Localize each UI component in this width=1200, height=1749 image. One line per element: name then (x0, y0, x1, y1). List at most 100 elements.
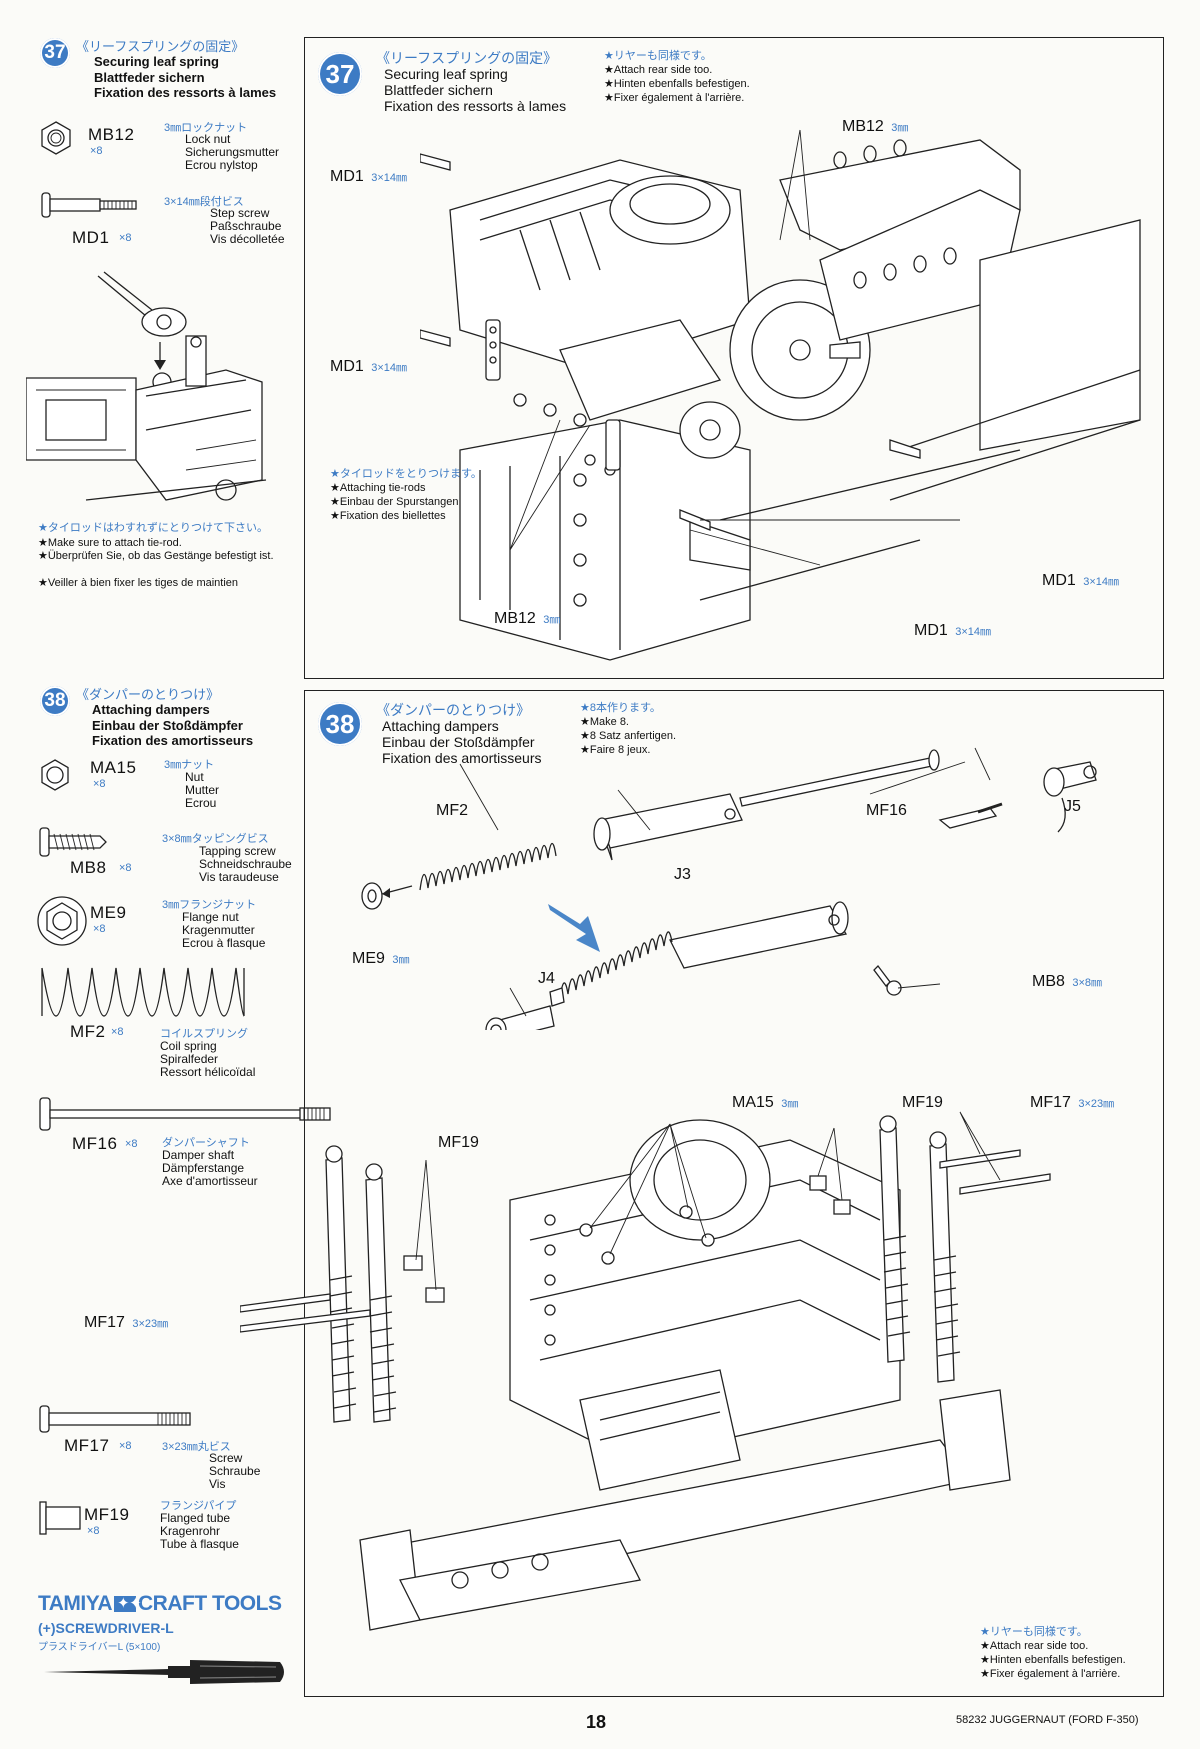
sidebar-38-jp-title: 《ダンパーのとりつけ》 (76, 687, 220, 702)
part-ma15-qty: ×8 (93, 778, 106, 790)
part-mf17-qty: ×8 (119, 1440, 132, 1452)
part-mf19-fr: Tube à flasque (160, 1537, 239, 1551)
coil-spring-icon (41, 967, 245, 1017)
tamiya-craft-tools-logo: TAMIYA✦✦CRAFT TOOLS (38, 1592, 282, 1615)
part-mf19-qty: ×8 (87, 1525, 100, 1537)
part-mf16-code: MF16 (72, 1134, 118, 1153)
callout-me9: ME9 3㎜ (352, 950, 410, 967)
part-mb8-fr: Vis taraudeuse (199, 870, 279, 884)
callout-md1-bottom: MD1 3×14㎜ (914, 622, 992, 639)
part-mb8-code: MB8 (70, 858, 107, 877)
part-mf2-de: Spiralfeder (160, 1052, 219, 1066)
part-mf16-en: Damper shaft (162, 1148, 235, 1162)
step-38-title-de: Einbau der Stoßdämpfer (382, 734, 535, 750)
step-37-main-badge: 37 (318, 52, 362, 96)
nut-icon (41, 759, 69, 791)
step-37-frame (304, 37, 1164, 679)
part-mf17-code: MF17 (64, 1436, 110, 1455)
callout-mf17-left: MF17 3×23㎜ (84, 1314, 169, 1331)
part-ma15-de: Mutter (185, 783, 220, 797)
callout-j4: J4 (538, 970, 555, 987)
step-38-make-fr: ★Faire 8 jeux. (580, 744, 651, 756)
part-mf19-code: MF19 (84, 1505, 130, 1524)
callout-mf17-right: MF17 3×23㎜ (1030, 1094, 1115, 1111)
part-mb8-jp: 3×8㎜タッピングビス (162, 833, 269, 845)
sidebar-38-title-en: Attaching dampers (92, 702, 210, 717)
part-mf16-de: Dämpferstange (162, 1161, 245, 1175)
step-38-badge: 38 (40, 686, 70, 716)
screwdriver-icon (44, 1660, 284, 1684)
part-md1-qty: ×8 (119, 232, 132, 244)
callout-md1-top: MD1 3×14㎜ (330, 168, 408, 185)
tie-rod-note-jp: ★タイロッドをとりつけます。 (330, 468, 482, 480)
part-ma15-fr: Ecrou (185, 796, 217, 810)
step-38-make-de: ★8 Satz anfertigen. (580, 730, 677, 742)
sidebar-37-title-de: Blattfeder sichern (94, 70, 205, 85)
step-38-rear-note-en: ★Attach rear side too. (980, 1640, 1089, 1652)
sidebar-38-title-fr: Fixation des amortisseurs (92, 733, 254, 748)
part-mf2-jp: コイルスプリング (160, 1028, 248, 1040)
tie-rod-detail-illustration (26, 271, 267, 501)
part-mb12-de: Sicherungsmutter (185, 145, 280, 159)
part-mb8-en: Tapping screw (199, 844, 276, 858)
callout-md1-mid: MD1 3×14㎜ (330, 358, 408, 375)
step-38-make-en: ★Make 8. (580, 716, 629, 728)
part-mb12-fr: Ecrou nylstop (185, 158, 258, 172)
tamiya-star-icon: ✦✦ (114, 1595, 142, 1613)
part-mf2-qty: ×8 (111, 1026, 124, 1038)
part-mb12-en: Lock nut (185, 132, 231, 146)
callout-md1-bottom-right: MD1 3×14㎜ (1042, 572, 1120, 589)
part-mf2-fr: Ressort hélicoïdal (160, 1065, 256, 1079)
part-ma15-code: MA15 (90, 758, 137, 777)
screwdriver-label: (+)SCREWDRIVER-L (38, 1620, 174, 1636)
tie-rod-note-en: ★Attaching tie-rods (330, 482, 426, 494)
step-38-jp-title: 《ダンパーのとりつけ》 (376, 702, 531, 718)
part-ma15-jp: 3㎜ナット (164, 759, 215, 771)
step-38-main-badge: 38 (318, 702, 362, 746)
lock-nut-icon (41, 121, 71, 155)
sidebar-37-note-en: ★Make sure to attach tie-rod. (38, 537, 182, 549)
step-37-note-jp: ★リヤーも同様です。 (604, 50, 712, 62)
part-mf19-de: Kragenrohr (160, 1524, 221, 1538)
step-37-badge: 37 (40, 38, 70, 68)
part-md1-code: MD1 (72, 228, 110, 247)
page-number: 18 (586, 1712, 607, 1732)
step-screw-icon (41, 192, 137, 218)
step-38-frame (304, 690, 1164, 1697)
step-38-title-fr: Fixation des amortisseurs (382, 750, 542, 766)
model-name: 58232 JUGGERNAUT (FORD F-350) (956, 1714, 1139, 1726)
step-37-note-de: ★Hinten ebenfalls befestigen. (604, 78, 750, 90)
part-mb12-code: MB12 (88, 125, 135, 144)
part-mf16-fr: Axe d'amortisseur (162, 1174, 258, 1188)
part-ma15-en: Nut (185, 770, 204, 784)
callout-j3: J3 (674, 866, 691, 883)
damper-shaft-icon (39, 1097, 331, 1131)
part-me9-jp: 3㎜フランジナット (162, 899, 257, 911)
callout-mf19-right: MF19 (902, 1094, 943, 1111)
part-mf17-fr: Vis (209, 1477, 226, 1491)
step-37-title-fr: Fixation des ressorts à lames (384, 98, 567, 114)
part-md1-fr: Vis décolletée (210, 232, 285, 246)
part-mb12-jp: 3㎜ロックナット (164, 122, 248, 134)
tie-rod-note-de: ★Einbau der Spurstangen (330, 496, 459, 508)
part-me9-de: Kragenmutter (182, 923, 255, 937)
sidebar-37-title-en: Securing leaf spring (94, 54, 219, 69)
part-mf2-en: Coil spring (160, 1039, 217, 1053)
step-38-rear-note-de: ★Hinten ebenfalls befestigen. (980, 1654, 1126, 1666)
part-mb8-qty: ×8 (119, 862, 132, 874)
part-mb12-qty: ×8 (90, 145, 103, 157)
screw-icon (39, 1405, 191, 1433)
part-mf17-en: Screw (209, 1451, 243, 1465)
sidebar-37-note-fr: ★Veiller à bien fixer les tiges de maint… (38, 577, 239, 589)
sidebar-37-jp-title: 《リーフスプリングの固定》 (76, 39, 245, 54)
step-37-title-en: Securing leaf spring (384, 66, 508, 82)
damper-build-illustration (361, 747, 1097, 1030)
part-mf2-code: MF2 (70, 1022, 106, 1041)
part-mf17-de: Schraube (209, 1464, 261, 1478)
callout-mf2: MF2 (436, 802, 468, 819)
screwdriver-jp-label: プラスドライバーL (5×100) (38, 1642, 161, 1653)
flange-nut-icon (37, 896, 87, 946)
part-md1-de: Paßschraube (210, 219, 282, 233)
leaf-spring-assembly-illustration (420, 129, 1141, 661)
sidebar-38-title-de: Einbau der Stoßdämpfer (92, 718, 243, 733)
